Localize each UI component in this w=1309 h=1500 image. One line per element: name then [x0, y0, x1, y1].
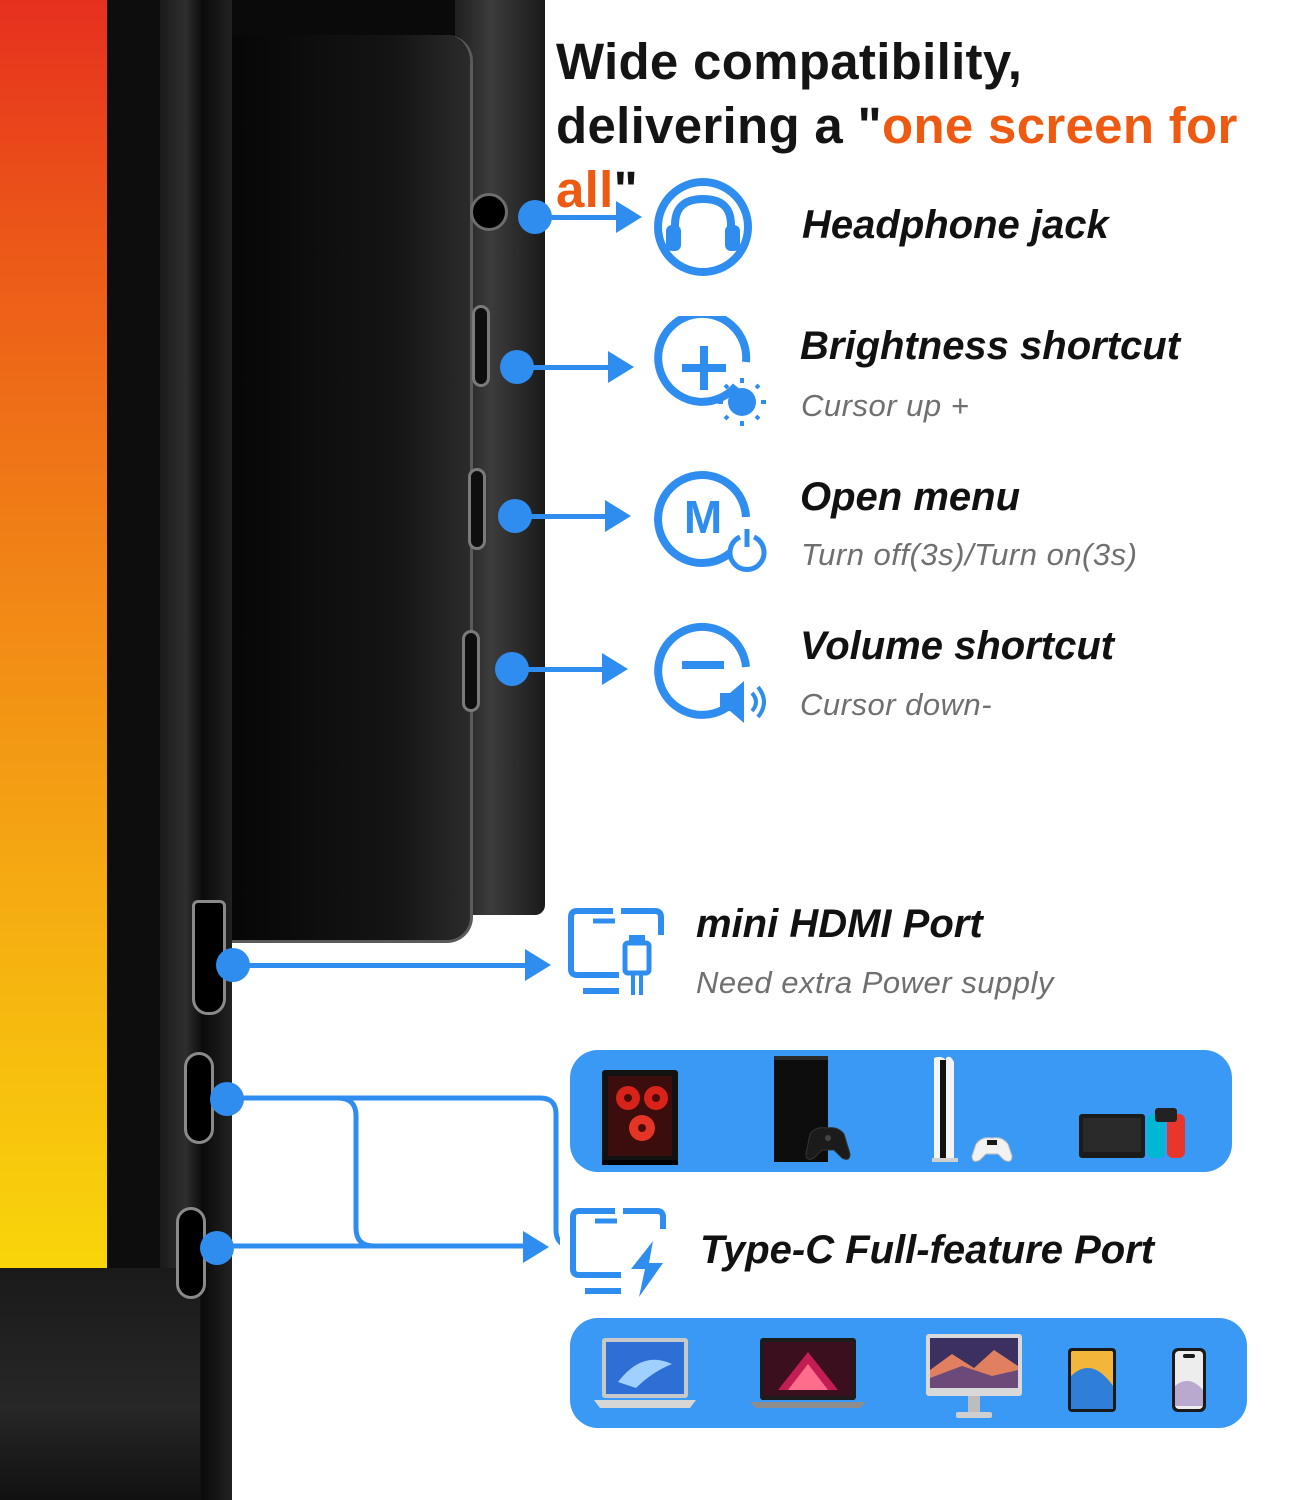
- volume-minus-icon: [654, 622, 766, 723]
- open-menu-subtitle: Turn off(3s)/Turn on(3s): [801, 537, 1138, 572]
- type-c-connector-curve: [227, 1095, 375, 1249]
- arrow-right-icon: [605, 500, 631, 532]
- xbox-console-icon: [774, 1056, 851, 1162]
- headphone-icon: [654, 178, 752, 276]
- headphone-jack-port: [470, 193, 508, 231]
- hdmi-devices-panel: [570, 1050, 1232, 1172]
- volume-button: [462, 630, 480, 712]
- mini-hdmi-title: mini HDMI Port: [696, 902, 983, 946]
- headline-line-2-suffix: ": [613, 161, 639, 218]
- volume-shortcut-subtitle: Cursor down-: [800, 687, 993, 722]
- connector-line: [535, 215, 619, 220]
- svg-text:M: M: [684, 491, 722, 543]
- headline-line-1: Wide compatibility,: [556, 33, 1023, 90]
- menu-button: [468, 468, 486, 550]
- menu-power-icon: M: [654, 471, 767, 572]
- brightness-shortcut-subtitle: Cursor up +: [801, 388, 970, 423]
- playstation-console-icon: [932, 1056, 1013, 1162]
- headline-accent: one screen for all: [556, 97, 1238, 218]
- windows-laptop-icon: [594, 1338, 696, 1408]
- open-menu-title: Open menu: [800, 475, 1021, 519]
- arrow-right-icon: [608, 351, 634, 383]
- connector-line: [233, 963, 528, 968]
- nintendo-switch-icon: [1079, 1108, 1185, 1158]
- macbook-laptop-icon: [750, 1338, 866, 1408]
- arrow-right-icon: [616, 201, 642, 233]
- imac-desktop-icon: [926, 1334, 1022, 1418]
- type-c-devices-panel: [570, 1318, 1247, 1428]
- headphone-jack-title: Headphone jack: [802, 203, 1109, 247]
- connector-line: [517, 365, 612, 370]
- monitor-lightning-icon: [570, 1208, 666, 1297]
- brightness-button: [472, 305, 490, 387]
- headline: Wide compatibility, delivering a "one sc…: [556, 30, 1306, 222]
- iphone-phone-icon: [1172, 1348, 1206, 1412]
- ipad-tablet-icon: [1068, 1348, 1116, 1412]
- gaming-pc-icon: [602, 1070, 678, 1165]
- mini-hdmi-subtitle: Need extra Power supply: [696, 965, 1054, 1000]
- connector-line: [515, 514, 609, 519]
- type-c-title: Type-C Full-feature Port: [700, 1228, 1155, 1272]
- brightness-shortcut-title: Brightness shortcut: [800, 324, 1181, 368]
- brightness-plus-icon: [654, 316, 766, 426]
- volume-shortcut-title: Volume shortcut: [800, 624, 1115, 668]
- headline-line-2-prefix: delivering a ": [556, 97, 882, 154]
- screen-rim: [107, 0, 169, 1275]
- arrow-right-icon: [523, 1231, 549, 1263]
- arrow-right-icon: [525, 949, 551, 981]
- monitor-hdmi-icon: [568, 908, 664, 995]
- headline-line-2: delivering a "one screen for all": [556, 94, 1306, 222]
- monitor-bottom-frame: [0, 1268, 200, 1500]
- kickstand: [215, 35, 473, 943]
- connector-line: [512, 667, 606, 672]
- arrow-right-icon: [602, 653, 628, 685]
